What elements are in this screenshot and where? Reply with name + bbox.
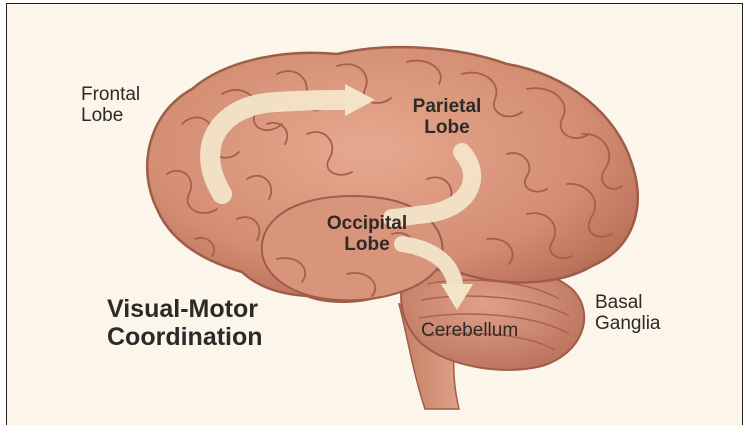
diagram-title: Visual-Motor Coordination (107, 295, 263, 351)
label-basal-line2: Ganglia (595, 313, 661, 334)
label-parietal-line2: Lobe (397, 117, 497, 138)
label-frontal-line2: Lobe (81, 105, 140, 126)
diagram-frame: Frontal Lobe Parietal Lobe Occipital Lob… (6, 3, 743, 425)
label-occipital-line2: Lobe (312, 234, 422, 255)
label-occipital-line1: Occipital (312, 213, 422, 234)
label-parietal-line1: Parietal (397, 96, 497, 117)
label-cerebellum: Cerebellum (421, 320, 518, 341)
title-line2: Coordination (107, 323, 263, 351)
label-occipital-lobe: Occipital Lobe (312, 213, 422, 256)
label-parietal-lobe: Parietal Lobe (397, 96, 497, 139)
label-frontal-lobe: Frontal Lobe (81, 84, 140, 127)
title-line1: Visual-Motor (107, 295, 263, 323)
label-basal-line1: Basal (595, 292, 661, 313)
label-frontal-line1: Frontal (81, 84, 140, 105)
label-basal-ganglia: Basal Ganglia (595, 292, 661, 335)
